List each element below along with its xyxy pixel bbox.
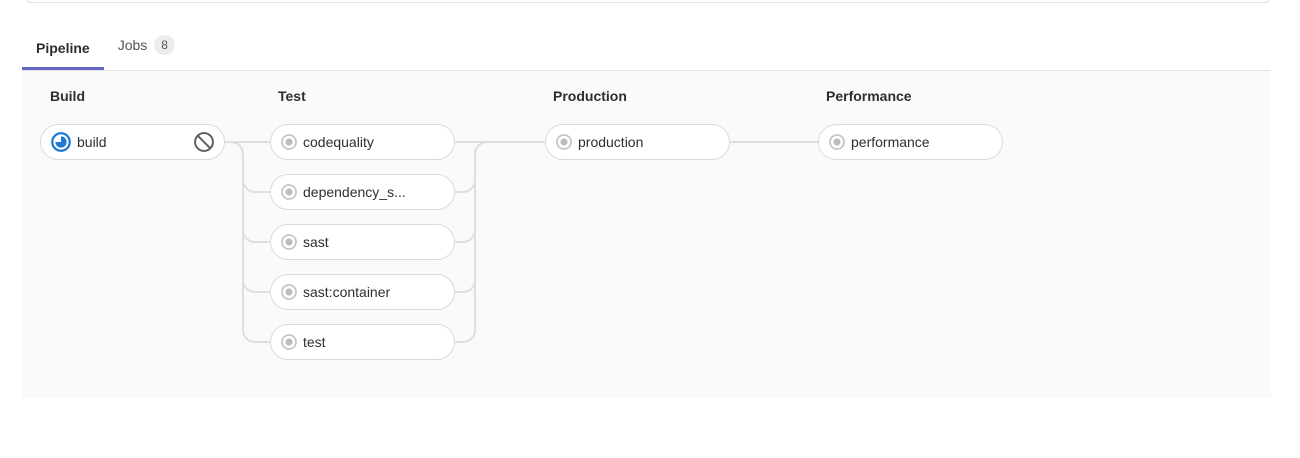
tab-pipeline[interactable]: Pipeline xyxy=(22,27,104,70)
status-created-icon xyxy=(829,134,845,150)
tab-pipeline-label: Pipeline xyxy=(36,40,90,56)
job-label: sast xyxy=(303,234,329,250)
status-created-icon xyxy=(281,284,297,300)
stage-title-production: Production xyxy=(553,88,627,104)
job-sast[interactable]: sast xyxy=(270,224,455,260)
tab-jobs-label: Jobs xyxy=(117,37,148,53)
status-created-icon xyxy=(281,134,297,150)
job-performance[interactable]: performance xyxy=(818,124,1003,160)
cancel-job-button[interactable] xyxy=(192,130,216,154)
job-dependency-scanning[interactable]: dependency_s... xyxy=(270,174,455,210)
status-created-icon xyxy=(281,234,297,250)
status-created-icon xyxy=(556,134,572,150)
job-label: sast:container xyxy=(303,284,391,300)
job-test[interactable]: test xyxy=(270,324,455,360)
job-label: test xyxy=(303,334,326,350)
job-label: production xyxy=(578,134,644,150)
tab-jobs[interactable]: Jobs 8 xyxy=(104,21,189,70)
job-codequality[interactable]: codequality xyxy=(270,124,455,160)
status-running-icon xyxy=(51,132,71,152)
jobs-count-badge: 8 xyxy=(154,35,175,55)
job-sast-container[interactable]: sast:container xyxy=(270,274,455,310)
job-label: codequality xyxy=(303,134,374,150)
status-created-icon xyxy=(281,184,297,200)
pipeline-tab-bar: Pipeline Jobs 8 xyxy=(22,0,1271,71)
job-label: dependency_s... xyxy=(303,184,406,200)
job-production[interactable]: production xyxy=(545,124,730,160)
ban-icon xyxy=(194,132,214,152)
stage-title-test: Test xyxy=(278,88,306,104)
stage-title-performance: Performance xyxy=(826,88,912,104)
job-build[interactable]: build xyxy=(40,124,225,160)
job-label: build xyxy=(77,134,107,150)
job-label: performance xyxy=(851,134,930,150)
status-created-icon xyxy=(281,334,297,350)
stage-title-build: Build xyxy=(50,88,85,104)
